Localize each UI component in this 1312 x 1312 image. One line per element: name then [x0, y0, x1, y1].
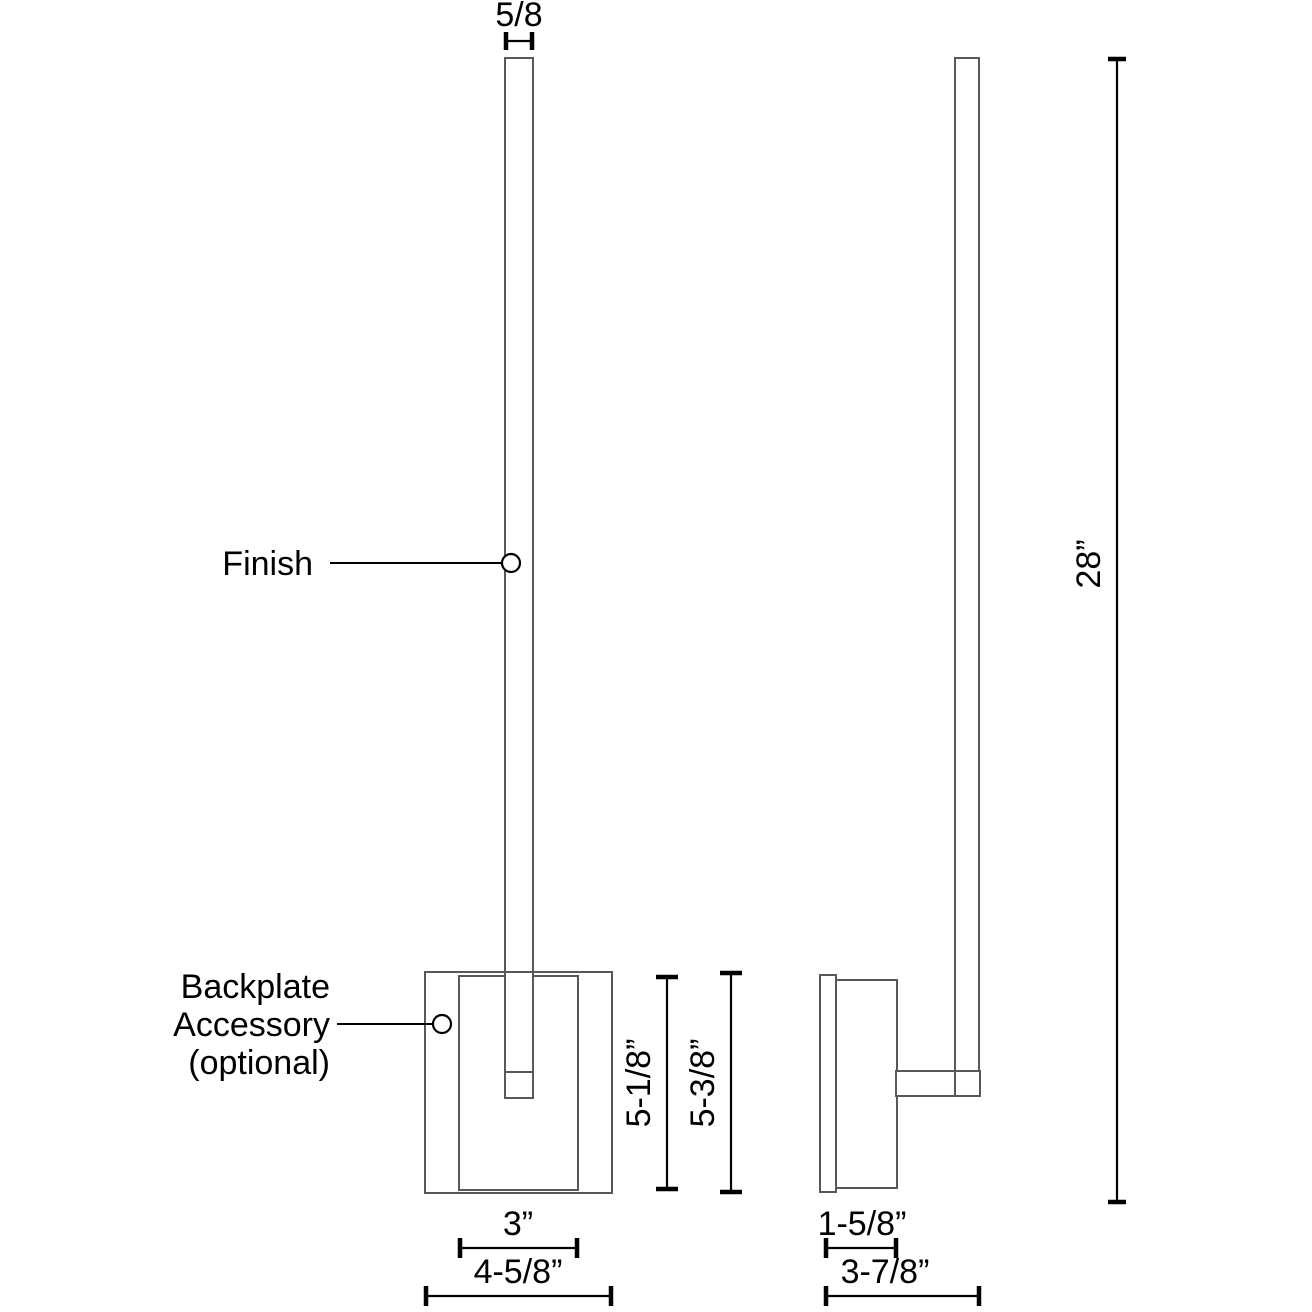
dimension-body-depth: 1-5/8” [818, 1205, 907, 1258]
dimension-body-width-label: 3” [503, 1205, 533, 1243]
front-elevation-view [424, 57, 613, 1194]
dimension-body-depth-label: 1-5/8” [818, 1205, 907, 1243]
dimension-overall-depth: 3-7/8” [823, 1253, 982, 1306]
callout-finish-marker-dot [500, 552, 522, 574]
dimension-body-height-label: 5-1/8” [620, 1039, 658, 1128]
front-bar-overlay [504, 971, 534, 1099]
dimension-body-height: 5-1/8” [620, 974, 678, 1192]
dimension-body-width: 3” [457, 1205, 580, 1258]
dimension-backplate-height-label: 5-3/8” [684, 1039, 722, 1128]
side-vertical-bar [954, 57, 980, 1097]
callout-backplate-accessory-line-3: (optional) [188, 1044, 330, 1082]
dimension-bar-width-label: 5/8 [495, 0, 542, 34]
dimension-overall-depth-label: 3-7/8” [841, 1253, 930, 1291]
side-connecting-arm [895, 1070, 981, 1097]
dimension-bar-width: 5/8 [495, 0, 543, 50]
dimension-overall-height-label: 28” [1070, 539, 1108, 588]
callout-finish: Finish [222, 545, 522, 583]
callout-finish-label: Finish [222, 545, 313, 583]
dimension-backplate-height: 5-3/8” [684, 970, 742, 1195]
callout-backplate-accessory-marker-dot [431, 1013, 453, 1035]
callout-backplate-accessory-line-2: Accessory [173, 1006, 330, 1044]
dimension-backplate-width: 4-5/8” [423, 1253, 614, 1306]
dimension-overall-height: 28” [1070, 56, 1126, 1205]
side-elevation-view [819, 57, 981, 1193]
side-body-block [835, 979, 898, 1189]
dimension-backplate-width-label: 4-5/8” [474, 1253, 563, 1291]
front-vertical-bar [504, 57, 534, 1099]
callout-backplate-accessory: Backplate Accessory (optional) [173, 968, 453, 1082]
callout-backplate-accessory-line-1: Backplate [181, 968, 330, 1006]
